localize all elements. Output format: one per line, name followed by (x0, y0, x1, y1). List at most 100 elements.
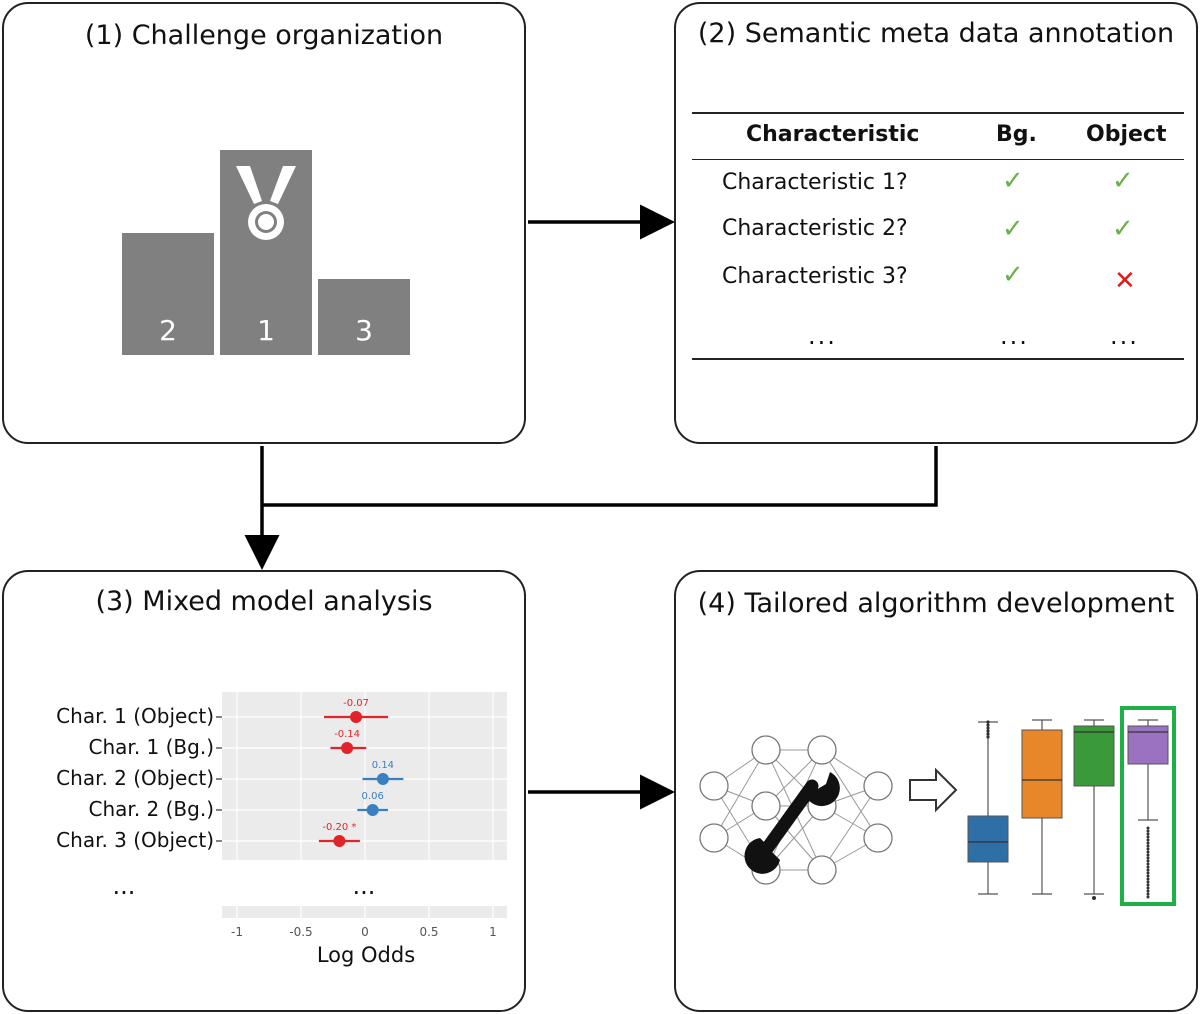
network-node (699, 771, 729, 801)
podium-third (318, 279, 410, 355)
network-node (863, 771, 893, 801)
estimate-value-label: -0.07 (343, 698, 369, 709)
estimate-point (341, 742, 354, 754)
x-tick-label: 0 (361, 925, 369, 939)
outlier-point (1146, 847, 1150, 851)
outlier-point (1146, 883, 1150, 887)
outlier-point (986, 732, 990, 736)
x-tick-label: 1 (489, 925, 497, 939)
network-edge (713, 749, 767, 839)
estimate-point (350, 711, 363, 723)
outlier-point (986, 723, 990, 727)
panel-semantic-annotation: (2) Semantic meta data annotation Charac… (674, 2, 1198, 444)
podium-second (122, 233, 214, 355)
outlier-point (1146, 844, 1150, 848)
outlier-point (1146, 880, 1150, 884)
estimate-point (376, 773, 389, 785)
outlier-point (1146, 862, 1150, 866)
row-3-object-cross-icon: ✕ (1114, 266, 1136, 296)
podium-label-1: 1 (257, 314, 275, 347)
algorithm-graphic (699, 706, 1176, 906)
estimate-value-label: 0.14 (372, 760, 394, 771)
y-category-label: Char. 2 (Bg.) (89, 797, 214, 821)
network-node (751, 735, 781, 765)
y-category-label: Char. 2 (Object) (56, 766, 214, 790)
arrow-right-icon (909, 767, 958, 813)
outlier-point (1146, 871, 1150, 875)
estimate-value-label: -0.20 * (322, 822, 356, 833)
outlier-point (1146, 853, 1150, 857)
panel-mixed-model: (3) Mixed model analysis Char. 1 (Object… (2, 570, 526, 1012)
panel-3-title: (3) Mixed model analysis (95, 586, 433, 617)
connector-p2-down (262, 446, 938, 507)
wrench-icon (744, 772, 840, 874)
outlier-point (1146, 832, 1150, 836)
row-3-label: Characteristic 3? (722, 264, 908, 289)
header-characteristic: Characteristic (746, 122, 920, 147)
outlier-point (1146, 856, 1150, 860)
outlier-point (1146, 850, 1150, 854)
outlier-point (1092, 896, 1096, 900)
outlier-point (1146, 838, 1150, 842)
y-category-label: Char. 1 (Object) (56, 704, 214, 728)
outlier-point (1146, 865, 1150, 869)
box (1021, 729, 1063, 819)
outlier-point (986, 729, 990, 733)
header-bg: Bg. (996, 122, 1037, 147)
network-node (863, 823, 893, 853)
y-category-label: Char. 3 (Object) (56, 828, 214, 852)
outlier-point (986, 720, 990, 724)
podium-first (220, 150, 312, 355)
x-tick-label: 0.5 (419, 925, 438, 939)
outlier-point (1146, 826, 1150, 830)
medal-icon (236, 166, 296, 240)
header-object: Object (1086, 122, 1167, 147)
table-top-rule (692, 112, 1184, 114)
outlier-point (1146, 889, 1150, 893)
estimate-value-label: -0.14 (334, 729, 360, 740)
outlier-point (1146, 868, 1150, 872)
table-header-rule (692, 159, 1184, 160)
network-edge (821, 785, 879, 871)
estimate-point (366, 804, 379, 816)
outlier-point (1146, 859, 1150, 863)
row-1-label: Characteristic 1? (722, 170, 908, 195)
outlier-point (986, 726, 990, 730)
row-2-label: Characteristic 2? (722, 216, 908, 241)
y-category-label: Char. 1 (Bg.) (89, 735, 214, 759)
outlier-point (1146, 895, 1150, 899)
row-more-characteristic: ... (808, 322, 837, 350)
outlier-point (1146, 841, 1150, 845)
row-2-bg-check-icon: ✓ (1002, 214, 1024, 244)
box (967, 815, 1009, 863)
panel-2-title: (2) Semantic meta data annotation (697, 18, 1175, 49)
podium-graphic: 2 1 3 (122, 150, 410, 355)
estimate-value-label: 0.06 (362, 791, 384, 802)
row-2-object-check-icon: ✓ (1112, 214, 1134, 244)
ellipsis-left: ... (113, 872, 136, 900)
podium-label-2: 2 (159, 314, 177, 347)
network-node (699, 823, 729, 853)
x-tick-label: -0.5 (289, 925, 312, 939)
boxplot-chart (967, 719, 1169, 900)
panel-challenge-organization: (1) Challenge organization 2 1 3 (2, 2, 526, 444)
outlier-point (1146, 886, 1150, 890)
network-node (807, 855, 837, 885)
best-model-highlight (1120, 706, 1176, 906)
box (1073, 725, 1115, 787)
outlier-point (1146, 835, 1150, 839)
network-edge (821, 749, 879, 839)
row-more-object: ... (1110, 322, 1139, 350)
panel-4-title: (4) Tailored algorithm development (697, 588, 1175, 619)
row-1-object-check-icon: ✓ (1112, 166, 1134, 196)
outlier-point (1146, 829, 1150, 833)
podium-label-3: 3 (355, 314, 373, 347)
panel-algorithm-development: (4) Tailored algorithm development (674, 570, 1198, 1012)
network-node (751, 791, 781, 821)
outlier-point (1146, 892, 1150, 896)
outlier-point (1146, 877, 1150, 881)
row-3-bg-check-icon: ✓ (1002, 260, 1024, 290)
ellipsis-right: ... (353, 872, 376, 900)
